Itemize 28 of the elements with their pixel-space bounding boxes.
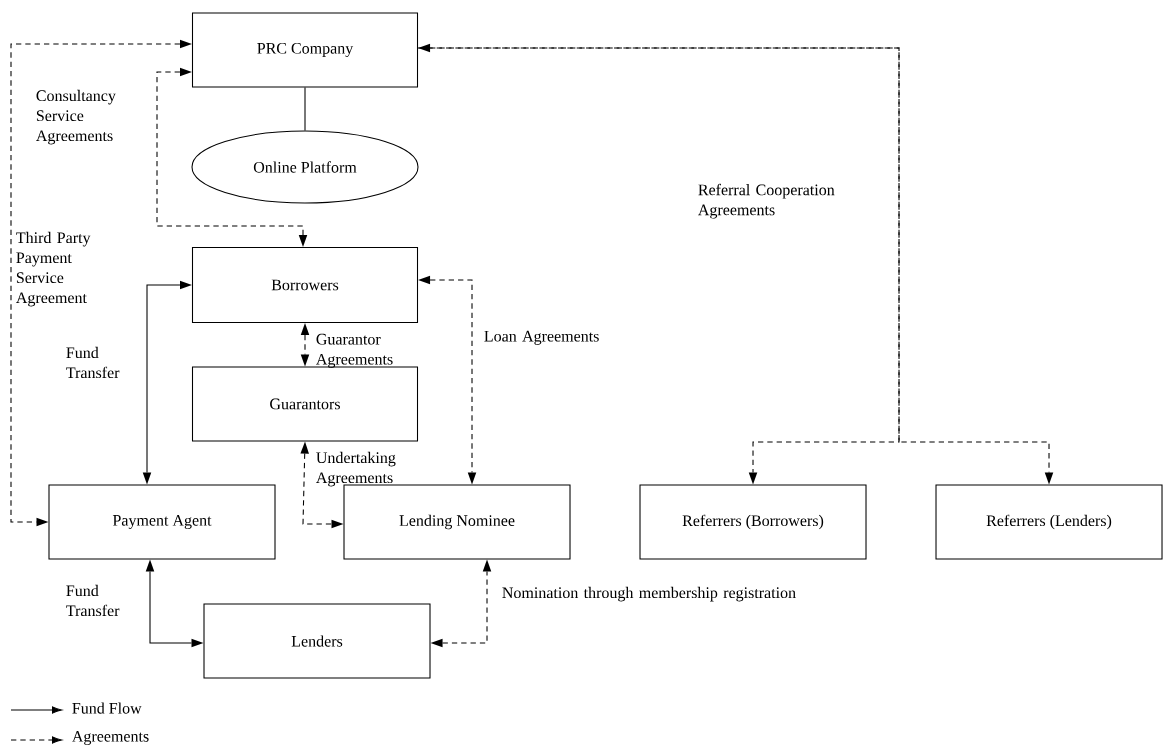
arrow	[145, 559, 204, 648]
arrow	[156, 67, 308, 247]
edge-label: Loan Agreements	[484, 330, 599, 345]
process-box: Borrowers	[191, 246, 419, 324]
edge-label: Consultancy Service Agreements	[36, 89, 116, 145]
edge-label: Referral Cooperation Agreements	[698, 183, 835, 219]
arrow	[418, 275, 477, 485]
process-box: PRC Company	[191, 12, 419, 88]
process-box: Lenders	[203, 603, 431, 679]
arrow	[430, 559, 492, 648]
process-box: Referrers (Borrowers)	[639, 484, 867, 560]
legend-label: Fund Flow	[72, 702, 142, 714]
edge-label: Undertaking Agreements	[316, 451, 396, 487]
arrow	[10, 39, 192, 527]
edge-label: Fund Transfer	[66, 584, 120, 617]
arrow	[142, 280, 192, 485]
edge-label: Guarantor Agreements	[316, 333, 393, 368]
legend-label: Agreements	[72, 731, 149, 745]
arrow	[300, 441, 344, 529]
process-box: Referrers (Lenders)	[935, 484, 1163, 560]
process-box: Payment Agent	[48, 484, 276, 560]
edge-label: Third Party Payment Service Agreement	[16, 231, 91, 307]
edge-label: Nomination through membership registration	[502, 586, 796, 602]
ellipse-node: Online Platform	[191, 130, 419, 204]
edge-label: Fund Transfer	[66, 346, 120, 379]
process-box: Lending Nominee	[343, 484, 571, 560]
arrow	[417, 47, 1054, 485]
arrow	[300, 323, 310, 367]
